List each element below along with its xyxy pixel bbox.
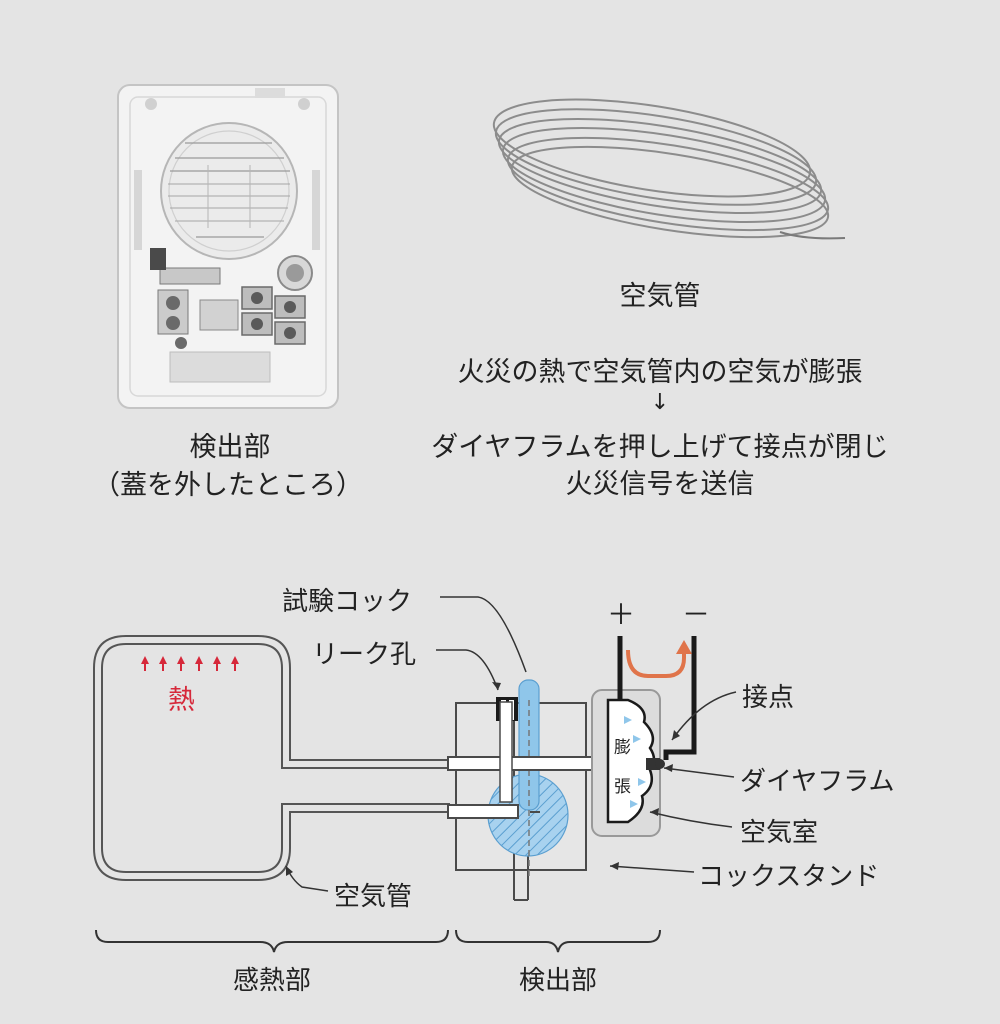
label-plus: ＋	[607, 598, 636, 631]
label-contact: 接点	[742, 683, 795, 713]
label-expand-1: 膨	[614, 738, 631, 758]
cock-stand	[447, 679, 619, 901]
label-leak-hole: リーク孔	[312, 640, 417, 670]
air-chamber-assembly	[591, 636, 697, 837]
heat-arrows	[141, 656, 239, 671]
label-section-detector: 検出部	[518, 966, 598, 996]
label-cock-stand: コックスタンド	[698, 862, 880, 892]
explanation-line-2: ダイヤフラムを押し上げて接点が閉じ	[431, 432, 889, 463]
label-diaphragm: ダイヤフラム	[740, 767, 895, 797]
air-tube-loop	[93, 635, 450, 881]
detector-photo	[117, 84, 339, 409]
explanation-line-3: 火災信号を送信	[565, 469, 755, 500]
air-tube-coil-photo	[492, 98, 846, 240]
label-air-chamber: 空気室	[740, 818, 819, 848]
section-braces	[95, 929, 661, 953]
tube-caption: 空気管	[619, 281, 701, 312]
detector-caption: 検出部	[189, 432, 271, 463]
label-expand-2: 張	[614, 777, 631, 797]
label-test-cock: 試験コック	[282, 587, 413, 617]
label-section-sensing: 感熱部	[232, 966, 312, 996]
leader-arrowheads	[286, 682, 680, 876]
detector-subcaption: （蓋を外したところ）	[93, 470, 363, 501]
label-heat: 熱	[168, 685, 195, 716]
explanation-line-1: 火災の熱で空気管内の空気が膨張	[457, 357, 863, 388]
explanation-arrow: ↓	[650, 390, 670, 415]
label-minus: －	[682, 598, 711, 631]
label-air-tube: 空気管	[334, 882, 413, 912]
